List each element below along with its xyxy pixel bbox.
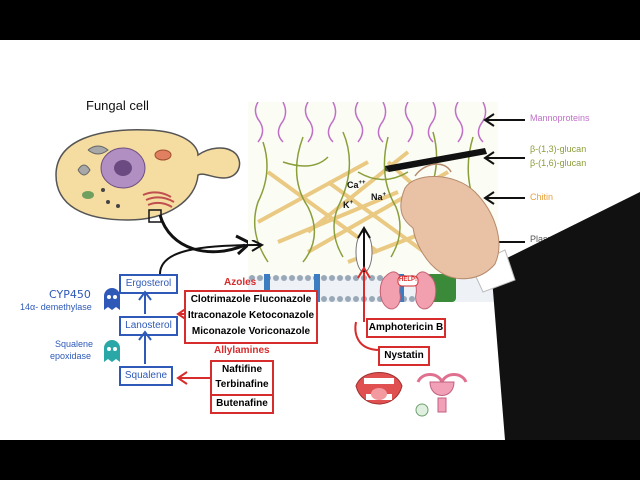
lanosterol-box: Lanosterol — [119, 316, 178, 336]
azoles-title: Azoles — [224, 277, 257, 288]
letterbox-bottom — [0, 440, 640, 480]
allylamines-title: Allylamines — [214, 345, 270, 356]
allylamines-box: Naftifine Terbinafine — [210, 360, 274, 396]
pathway-arrows — [138, 240, 265, 364]
enzyme-ghost-icons — [104, 288, 120, 362]
demethylase-label: 14α- demethylase — [20, 302, 92, 312]
azoles-row: Miconazole Voriconazole — [191, 326, 311, 337]
kidney-illustration — [378, 268, 438, 312]
whiteboard: Fungal cell — [0, 40, 640, 440]
polyene-arrows — [354, 266, 381, 351]
squalene-box: Squalene — [119, 366, 173, 386]
mannoproteins-label: Mannoproteins — [530, 113, 590, 123]
beta-13-glucan-label: β-(1,3)-glucan — [530, 144, 587, 154]
candidiasis-illustrations — [355, 372, 468, 417]
squalene-epoxidase-label-1: Squalene — [55, 339, 94, 349]
ergosterol-box: Ergosterol — [119, 274, 178, 294]
allylamine-drug: Terbinafine — [215, 379, 269, 390]
squalene-epoxidase-label-2: epoxidase — [50, 351, 92, 361]
azoles-row: Clotrimazole Fluconazole — [190, 294, 312, 305]
sodium-ion-label: Na+ — [371, 192, 387, 202]
plasma-label: Plasma — [530, 234, 561, 244]
plasma-membrane-bilayer — [248, 274, 498, 302]
allylamine-drug: Naftifine — [222, 364, 262, 375]
nystatin-box: Nystatin — [378, 346, 430, 366]
drawing-hand — [385, 148, 640, 440]
letterbox-top — [0, 0, 640, 40]
beta-16-glucan-label: β-(1,6)-glucan — [530, 158, 587, 168]
azoles-box: Clotrimazole Fluconazole Itraconazole Ke… — [184, 290, 318, 344]
azoles-row: Itraconazole Ketoconazole — [187, 310, 315, 321]
cyp450-label: CYP450 — [49, 288, 91, 301]
help-speech-bubble: HELP! — [399, 277, 417, 283]
fungal-cell-label: Fungal cell — [86, 98, 149, 113]
calcium-ion-label: Ca++ — [347, 180, 366, 190]
fungal-cell-illustration — [55, 129, 241, 223]
potassium-ion-label: K+ — [343, 200, 354, 210]
amphotericin-box: Amphotericin B — [366, 318, 446, 338]
butenafine-box: Butenafine — [210, 394, 274, 414]
cell-wall-illustration — [248, 102, 498, 302]
chitin-label: Chitin — [530, 192, 554, 202]
